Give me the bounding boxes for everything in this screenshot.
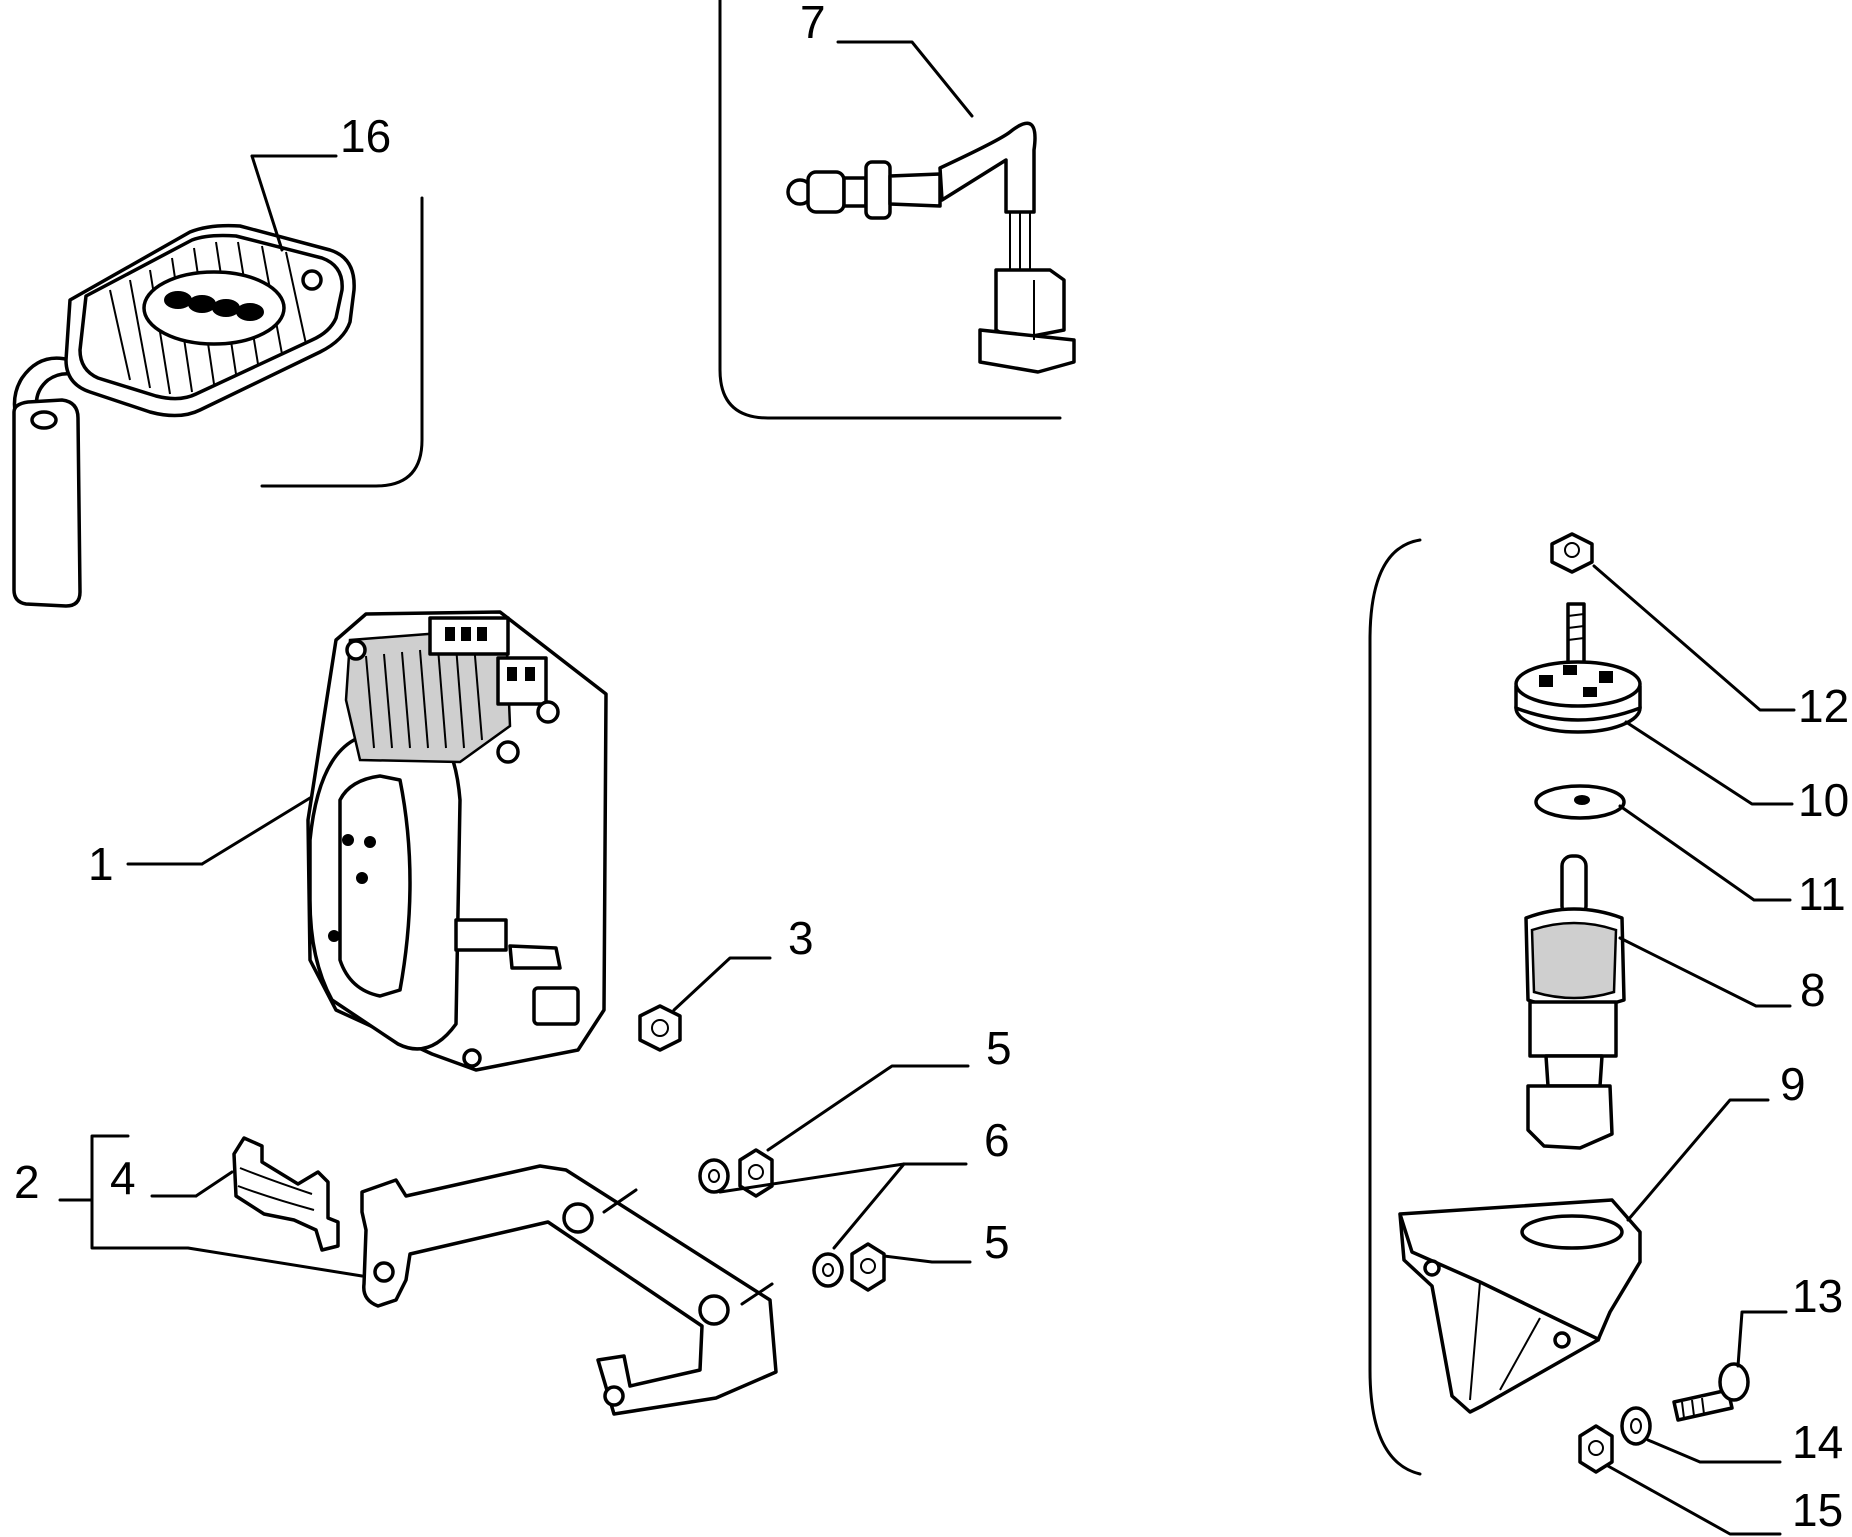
leader-11 [1618, 804, 1792, 902]
stud-1-thread [602, 1188, 638, 1214]
callout-3: 3 [788, 912, 814, 964]
bracket-hole-1 [373, 1261, 395, 1283]
callout-4: 4 [110, 1152, 136, 1204]
leader-15 [1606, 1464, 1782, 1536]
leader-8 [1618, 936, 1792, 1008]
leader-4-b [194, 1170, 234, 1198]
leader-16 [250, 154, 284, 252]
leader-5b [882, 1254, 972, 1264]
leader-14 [1646, 1438, 1782, 1464]
frame-sensor-group [718, 0, 1062, 420]
nut-3 [638, 1004, 682, 1052]
leader-10 [1624, 720, 1794, 806]
leader-5a [766, 1064, 970, 1152]
bracket-hole-2 [603, 1385, 625, 1407]
clip-4 [232, 1136, 340, 1252]
washer-6b [812, 1252, 844, 1288]
callout-1: 1 [88, 838, 114, 890]
leader-6-b [832, 1162, 906, 1250]
callout-7: 7 [800, 0, 826, 48]
washer-14 [1620, 1406, 1652, 1446]
control-unit [306, 610, 608, 1072]
nut-5b [850, 1242, 886, 1292]
nut-15 [1578, 1424, 1614, 1474]
nut-12 [1550, 532, 1594, 574]
sensor-cable [786, 121, 1076, 374]
leader-1-b [200, 796, 312, 866]
knob-10 [1514, 602, 1642, 734]
callout-13: 13 [1792, 1270, 1843, 1322]
bracket-2 [360, 1164, 778, 1416]
frame-mount-group [1368, 538, 1422, 1476]
leader-9 [1626, 1098, 1770, 1222]
stud-1 [562, 1202, 594, 1234]
callout-9: 9 [1780, 1058, 1806, 1110]
bolt-13 [1672, 1362, 1750, 1422]
stud-2-thread [740, 1282, 774, 1306]
callout-5a: 5 [986, 1022, 1012, 1074]
callout-11: 11 [1798, 868, 1846, 920]
callout-6: 6 [984, 1114, 1010, 1166]
callout-16: 16 [340, 110, 391, 162]
callout-8: 8 [1800, 964, 1826, 1016]
leader-7 [836, 40, 974, 118]
leader-3 [672, 956, 772, 1012]
support-9 [1398, 1198, 1642, 1414]
brace-2 [90, 1134, 364, 1278]
callout-12: 12 [1798, 680, 1849, 732]
callout-10: 10 [1798, 774, 1849, 826]
leader-12 [1592, 564, 1796, 712]
mount-8 [1524, 854, 1626, 1150]
leader-13 [1736, 1310, 1788, 1368]
callout-14: 14 [1792, 1416, 1843, 1468]
callout-15: 15 [1792, 1484, 1843, 1536]
callout-5b: 5 [984, 1216, 1010, 1268]
callout-2: 2 [14, 1156, 40, 1208]
key-fob [12, 223, 356, 608]
frame-key-group [260, 196, 424, 488]
washer-6a [698, 1158, 730, 1194]
stud-2 [698, 1294, 730, 1326]
washer-11 [1534, 784, 1626, 820]
